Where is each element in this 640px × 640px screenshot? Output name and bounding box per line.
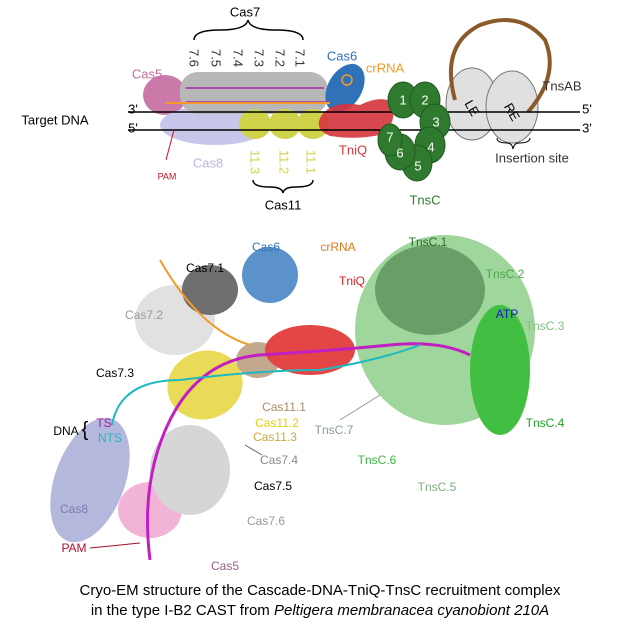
tnsc-4-model	[470, 305, 530, 435]
tniq-structure-label: TniQ	[338, 274, 366, 288]
strand-end-label: 3'	[128, 101, 138, 117]
crrna-hairpin	[341, 74, 353, 86]
tnsab-shapes	[445, 67, 539, 144]
tnsc-number: 2	[421, 92, 429, 108]
tnsc-label: TnsC	[409, 192, 441, 208]
atp-label: ATP	[495, 307, 519, 321]
crrna-model	[159, 259, 251, 346]
cas7-subunit: 7.4	[230, 48, 246, 68]
cas11-model	[167, 350, 243, 420]
tnsc-number: 6	[396, 145, 404, 161]
insertion-site-brace	[496, 137, 531, 150]
tnsc-ring	[377, 81, 451, 182]
tnsc4-label: TnsC.4	[525, 416, 565, 430]
tnsc6-label: TnsC.6	[357, 453, 397, 467]
ts-dna-model	[146, 342, 471, 561]
cas11-subunit: 11.3	[247, 149, 263, 175]
cas6-shape	[325, 63, 365, 113]
insertion-site-label: Insertion site	[495, 150, 569, 166]
cas7-4-label: Cas7.4	[259, 453, 299, 467]
tnsc-number: 1	[399, 92, 407, 108]
caption-prefix: in the type I-B2 CAST from	[90, 602, 274, 619]
cas7-subunit: 7.6	[186, 48, 202, 68]
cas7-6-label: Cas7.6	[246, 514, 286, 528]
cas11-2-label: Cas11.2	[255, 416, 299, 430]
cas11-subunit: 11.1	[303, 149, 319, 175]
cas5-structure-label: Cas5	[210, 559, 240, 573]
cas8-structure-label: Cas8	[59, 502, 89, 516]
cas7-shape	[180, 72, 328, 114]
cas7-subunit: 7.1	[292, 48, 308, 68]
cas7-brace	[193, 19, 304, 41]
tnsc1-label: TnsC.1	[408, 235, 448, 249]
transposon-loop	[448, 18, 552, 114]
cas7-label: Cas7	[229, 4, 261, 20]
cas5-shape	[143, 75, 187, 115]
tniq-shape	[318, 99, 394, 138]
cas7-2-label: Cas7.2	[124, 308, 164, 322]
ts-label: TS	[96, 416, 112, 430]
strand-end-label: 5'	[128, 120, 138, 136]
crrna-label: crRNA	[365, 60, 405, 76]
schematic-diagram	[128, 18, 580, 194]
tnsc2-label: TnsC.2	[485, 267, 525, 281]
cas7-1-label: Cas7.1	[185, 261, 225, 275]
cas7-lower-model	[150, 425, 230, 515]
caption-organism: Peltigera membranacea cyanobiont 210A	[273, 602, 550, 619]
pam-structure-label: PAM	[61, 541, 87, 555]
cas8-label: Cas8	[192, 155, 224, 171]
dna-label: DNA	[53, 424, 79, 438]
tnsab-label: TnsAB	[542, 78, 582, 94]
cas6-structure-label: Cas6	[251, 240, 281, 254]
cas11-subunit: 11.2	[276, 149, 292, 175]
cas7-1-model	[182, 265, 238, 315]
tnsc5-label: TnsC.5	[417, 480, 457, 494]
tnsc-number: 3	[432, 114, 440, 130]
tniq-model	[265, 325, 355, 375]
dna-brace: {	[81, 419, 89, 441]
cas6-label: Cas6	[326, 48, 358, 64]
nts-label: NTS	[98, 431, 122, 445]
tnsc-1-model	[375, 245, 485, 335]
pam-pointer-structure	[89, 542, 141, 549]
tniq-label: TniQ	[338, 142, 368, 158]
caption-line-2: in the type I-B2 CAST from Peltigera mem…	[0, 602, 640, 619]
tnsc-number: 5	[414, 158, 422, 174]
cryo-em-structure	[50, 235, 535, 561]
target-dna-strands	[128, 111, 580, 131]
pam-label: PAM	[157, 171, 177, 182]
cas7-4-pointer	[244, 444, 263, 456]
cas11-brace	[252, 179, 314, 194]
strand-end-label: 5'	[582, 101, 592, 117]
crrna-structure-label: crRNA	[320, 240, 356, 254]
target-dna-label: Target DNA	[21, 112, 89, 128]
tnsc-number: 4	[427, 139, 435, 155]
pam-pointer	[165, 129, 175, 161]
cas8-model	[50, 417, 130, 543]
cas7-subunit: 7.2	[272, 48, 288, 68]
cas7-subunit: 7.3	[251, 48, 267, 68]
tnsc3-label: TnsC.3	[525, 319, 565, 333]
cas7-3-label: Cas7.3	[95, 366, 135, 380]
tnsc7-pointer	[339, 394, 381, 421]
cas11-1-label: Cas11.1	[262, 400, 306, 414]
strand-end-label: 3'	[582, 120, 592, 136]
nts-dna-model	[111, 344, 421, 426]
tnsc-number: 7	[386, 129, 394, 145]
cas11-shapes	[239, 109, 329, 139]
cas11-label: Cas11	[264, 197, 302, 213]
cas5-label: Cas5	[131, 66, 163, 82]
cas11-3-label: Cas11.3	[253, 430, 297, 444]
tnsc7-label: TnsC.7	[314, 423, 354, 437]
cas7-subunit: 7.5	[208, 48, 224, 68]
cas7-5-label: Cas7.5	[253, 479, 293, 493]
caption-line-1: Cryo-EM structure of the Cascade-DNA-Tni…	[79, 582, 561, 599]
cas6-model	[242, 247, 298, 303]
